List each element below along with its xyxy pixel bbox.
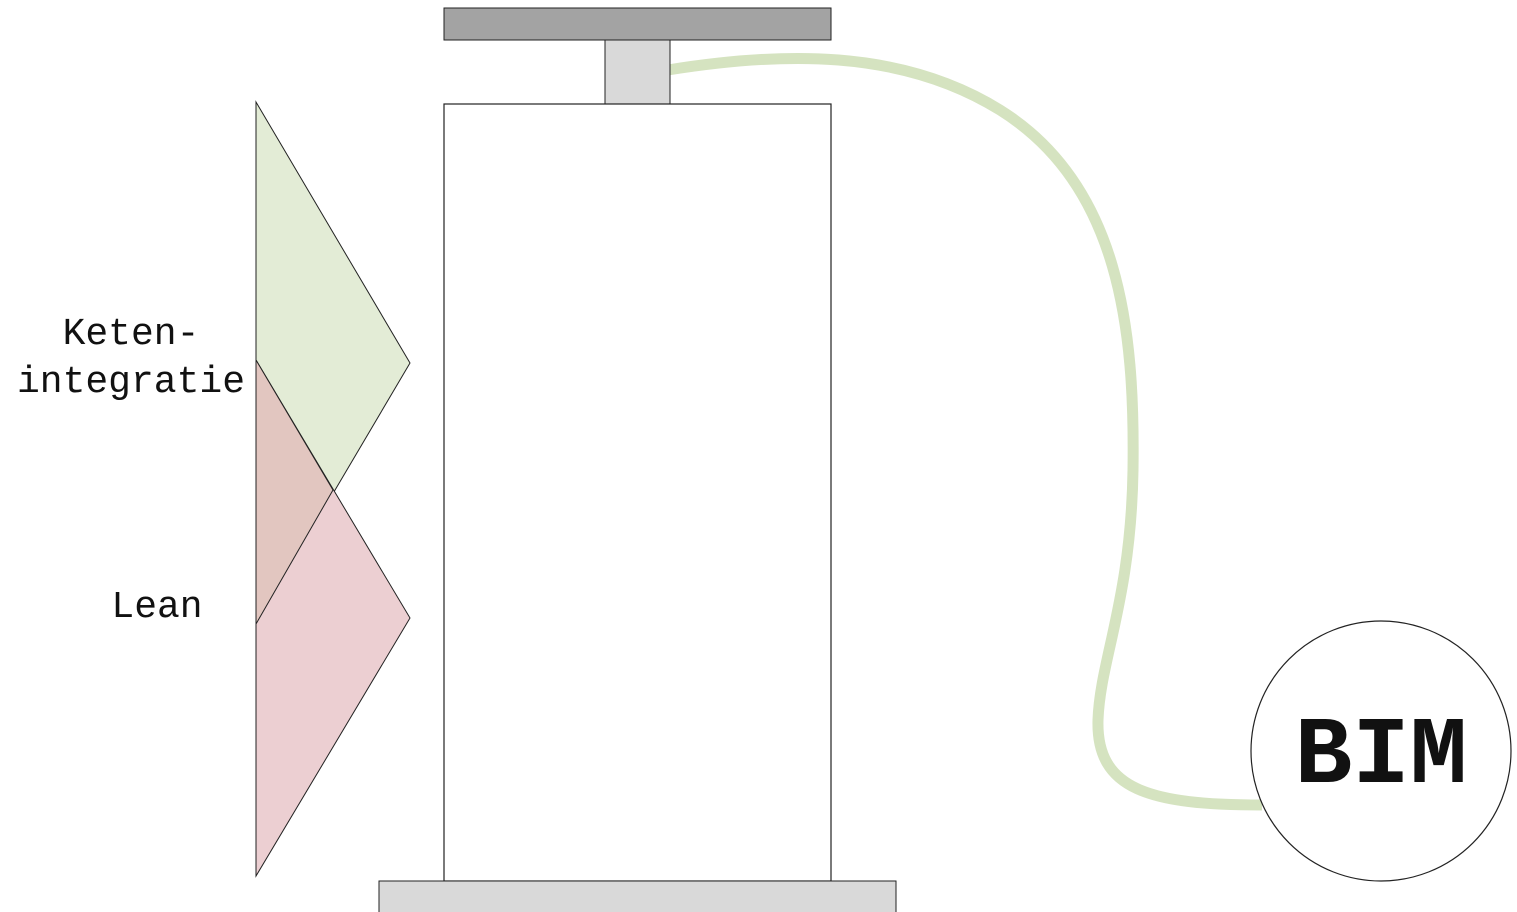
pump-rod — [605, 40, 670, 104]
pump-base — [379, 881, 896, 912]
bim-label: BIM — [1295, 702, 1468, 811]
pump-handle — [444, 8, 831, 40]
pump-cylinder — [444, 104, 831, 881]
keten-integratie-label-line1: Keten- — [63, 313, 200, 356]
lean-label: Lean — [111, 586, 202, 629]
keten-integratie-label-line2: integratie — [17, 361, 245, 404]
